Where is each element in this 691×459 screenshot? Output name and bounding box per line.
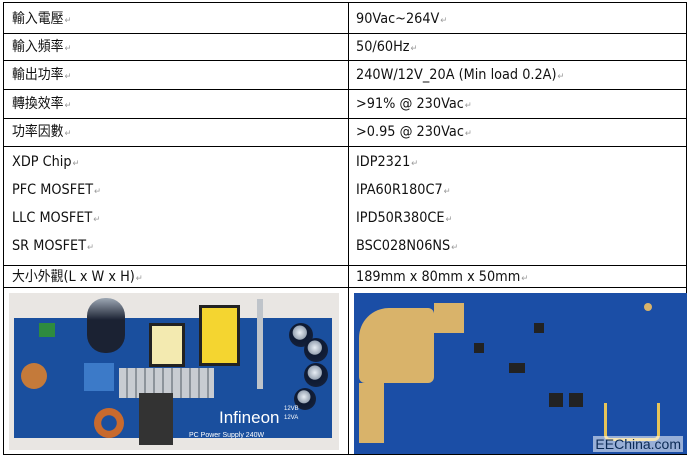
row-divider [4,33,686,34]
inductor [139,393,173,445]
spec-value: 240W/12V_20A (Min load 0.2A)↵ [356,67,565,83]
smd-component [474,343,484,353]
copper-pour [359,383,384,443]
row-divider [4,146,686,147]
pin-label: 12VA [284,415,299,421]
spec-label: 功率因數↵ [12,124,72,140]
column-divider [348,3,349,454]
pad [644,303,652,311]
pcb-top-photo: Infineon PC Power Supply 240W 12VB 12VA [9,293,339,450]
spec-label: 轉換效率↵ [12,96,72,112]
output-capacitor [304,338,328,362]
component-label: XDP Chip↵ [12,154,80,170]
transformer [149,323,185,367]
brand-logo: Infineon [219,408,280,427]
size-label: 大小外觀(L x W x H)↵ [12,269,143,285]
pin-label: 12VB [284,406,299,412]
spec-value: >0.95 @ 230Vac↵ [356,124,472,140]
row-divider [4,287,686,288]
spec-label: 輸入頻率↵ [12,39,72,55]
spec-table: 輸入電壓↵ 90Vac~264V↵ 輸入頻率↵ 50/60Hz↵ 輸出功率↵ 2… [3,2,687,455]
row-divider [4,118,686,119]
board-title: PC Power Supply 240W [189,432,265,439]
x-capacitor [84,363,114,391]
terminal-block [39,323,55,337]
choke-coil [21,363,47,389]
smd-component [534,323,544,333]
toroid-coil [94,408,124,438]
ic-chip [509,363,525,373]
main-transformer [199,305,240,366]
output-capacitor [294,388,316,410]
component-value: IPA60R180C7↵ [356,182,451,198]
mosfet [549,393,563,407]
spec-value: 50/60Hz↵ [356,39,418,55]
output-capacitor [304,363,328,387]
component-value: IPD50R380CE↵ [356,210,453,226]
component-value: IDP2321↵ [356,154,419,170]
watermark: EEChina.com [593,436,683,452]
spec-label: 輸出功率↵ [12,67,72,83]
copper-pour [434,303,464,333]
spec-value: >91% @ 230Vac↵ [356,96,472,112]
component-label: LLC MOSFET↵ [12,210,101,226]
component-value: BSC028N06NS↵ [356,238,459,254]
spec-label: 輸入電壓↵ [12,11,72,27]
row-divider [4,60,686,61]
size-value: 189mm x 80mm x 50mm↵ [356,269,529,285]
bulk-capacitor [87,298,125,353]
component-label: SR MOSFET↵ [12,238,94,254]
row-divider [4,265,686,266]
spec-value: 90Vac~264V↵ [356,11,448,27]
pcb-bottom-photo: EEChina.com [354,293,687,454]
copper-pour [359,308,434,383]
sr-heatsink [257,299,263,389]
row-divider [4,89,686,90]
component-label: PFC MOSFET↵ [12,182,101,198]
mosfet [569,393,583,407]
